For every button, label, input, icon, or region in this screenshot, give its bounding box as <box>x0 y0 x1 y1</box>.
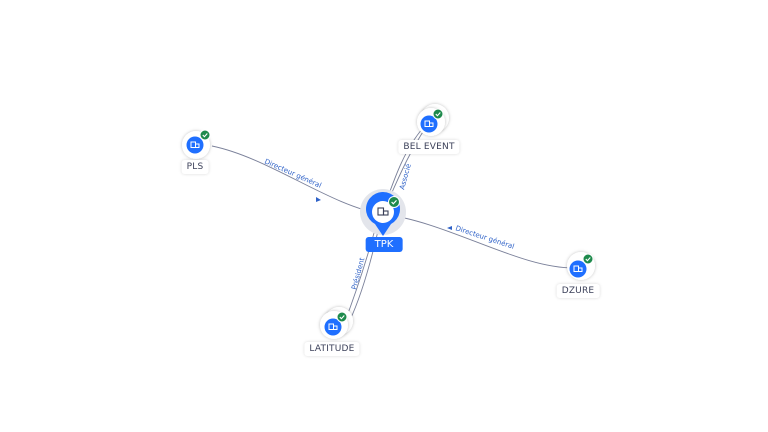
node-bel-event[interactable] <box>417 104 449 136</box>
building-icon <box>573 265 583 272</box>
check-icon <box>432 108 444 120</box>
building-icon <box>424 120 434 127</box>
node-label-pls[interactable]: PLS <box>181 160 209 174</box>
edge-label: Directeur général <box>263 158 322 190</box>
check-icon <box>388 196 400 208</box>
building-icon <box>377 207 389 216</box>
edge-label: Président <box>350 257 366 291</box>
edge-arrow <box>447 226 452 230</box>
edge-arrow <box>316 197 321 202</box>
edge-label: Associé <box>398 163 413 191</box>
check-icon <box>199 129 211 141</box>
node-label-bel-event[interactable]: BEL EVENT <box>398 140 460 154</box>
node-label-latitude[interactable]: LATITUDE <box>304 342 360 356</box>
edge-label: Directeur général <box>454 224 515 251</box>
node-label-tpk[interactable]: TPK <box>365 237 403 252</box>
node-pls[interactable] <box>182 129 211 159</box>
edge-tpk-dzure[interactable]: Directeur général <box>381 213 579 269</box>
check-icon <box>336 311 348 323</box>
edge-pls-tpk[interactable]: Directeur général <box>211 145 383 215</box>
building-icon <box>328 323 338 330</box>
node-latitude[interactable] <box>320 307 353 339</box>
node-tpk[interactable] <box>360 189 406 236</box>
building-icon <box>190 141 200 148</box>
node-label-dzure[interactable]: DZURE <box>556 284 600 298</box>
check-icon <box>582 253 594 265</box>
node-dzure[interactable] <box>567 252 595 280</box>
